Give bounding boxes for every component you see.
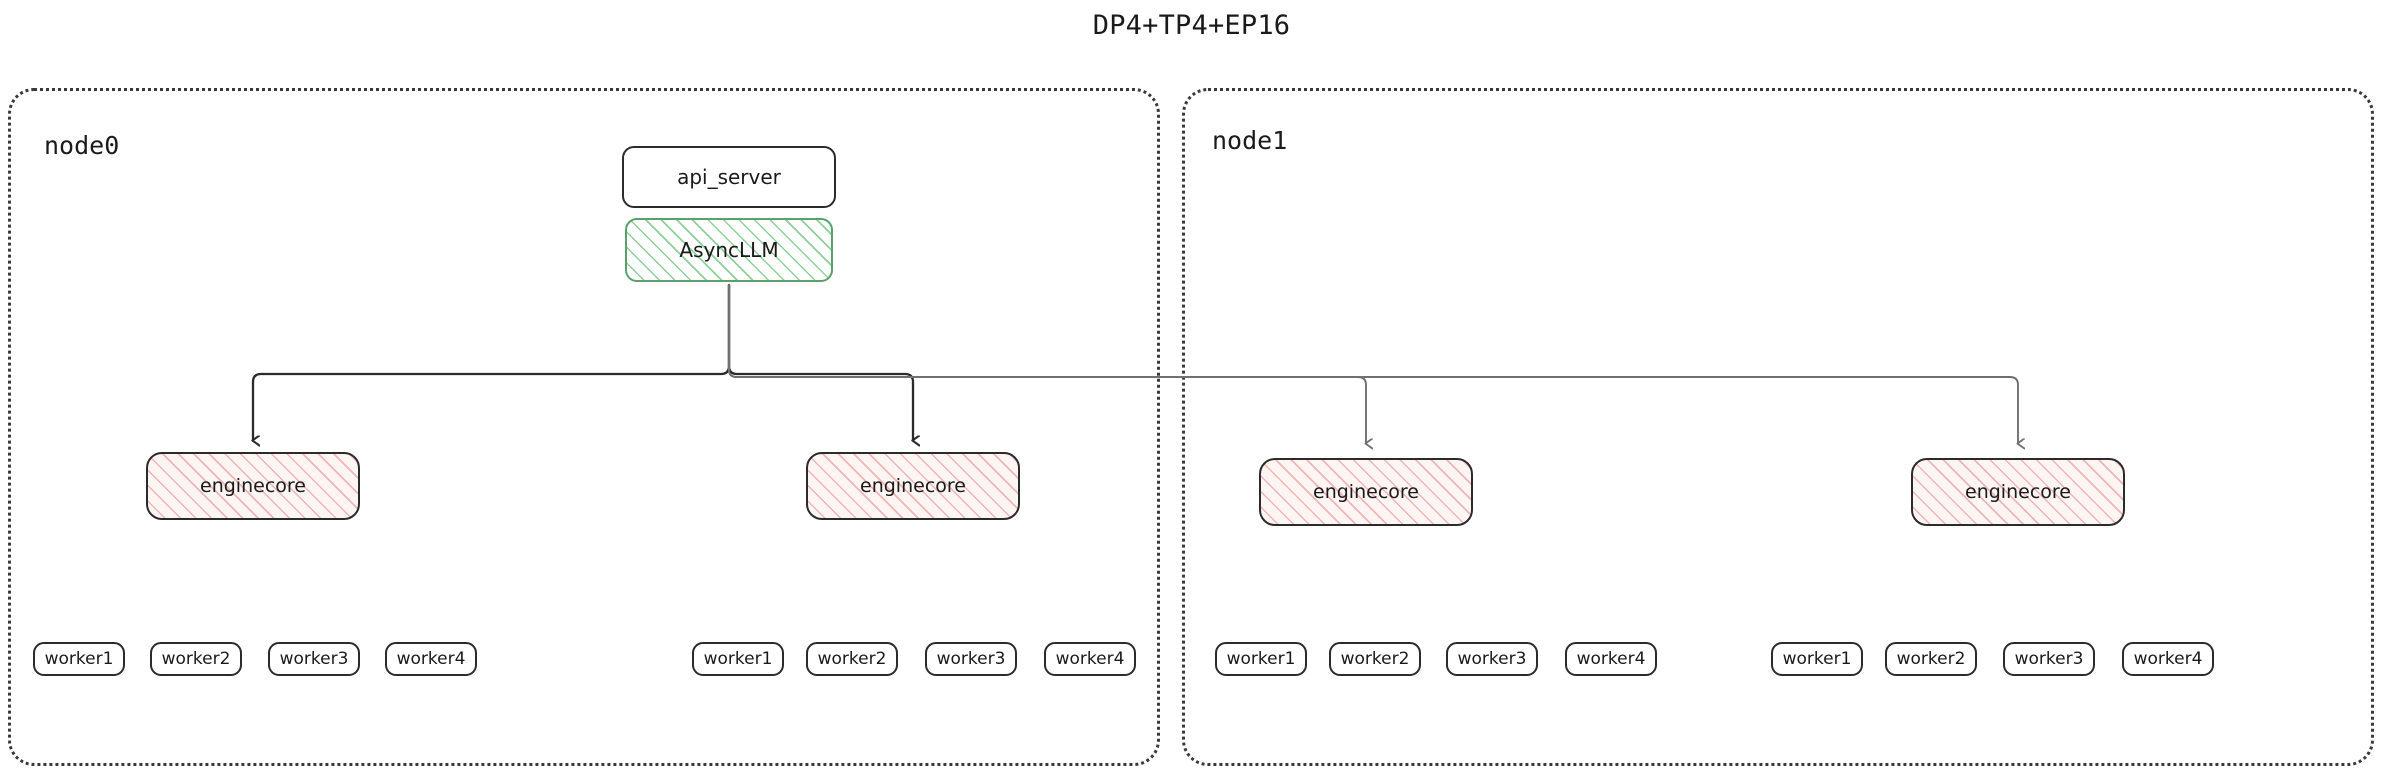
box-enginecore-node0-1[interactable]: enginecore [806,452,1020,520]
box-enginecore-node1-0[interactable]: enginecore [1259,458,1473,526]
box-worker-node0-0-2[interactable]: worker2 [150,642,242,676]
box-worker-node1-0-1[interactable]: worker1 [1215,642,1307,676]
box-enginecore-node1-1[interactable]: enginecore [1911,458,2125,526]
box-api-server[interactable]: api_server [622,146,836,208]
box-worker-node1-1-4[interactable]: worker4 [2122,642,2214,676]
box-worker-node1-1-1[interactable]: worker1 [1771,642,1863,676]
page-title: DP4+TP4+EP16 [1092,10,1291,41]
box-worker-node1-0-3[interactable]: worker3 [1446,642,1538,676]
node-label-node0: node0 [44,131,120,160]
box-worker-node0-0-4[interactable]: worker4 [385,642,477,676]
box-worker-node1-1-3[interactable]: worker3 [2003,642,2095,676]
node-label-node1: node1 [1212,126,1288,155]
box-worker-node1-1-2[interactable]: worker2 [1885,642,1977,676]
box-worker-node0-0-1[interactable]: worker1 [33,642,125,676]
box-worker-node0-1-2[interactable]: worker2 [806,642,898,676]
box-worker-node0-1-1[interactable]: worker1 [692,642,784,676]
box-worker-node1-0-2[interactable]: worker2 [1329,642,1421,676]
box-worker-node0-1-4[interactable]: worker4 [1044,642,1136,676]
box-enginecore-node0-0[interactable]: enginecore [146,452,360,520]
box-worker-node0-0-3[interactable]: worker3 [268,642,360,676]
box-async-llm[interactable]: AsyncLLM [625,218,833,282]
box-worker-node1-0-4[interactable]: worker4 [1565,642,1657,676]
box-worker-node0-1-3[interactable]: worker3 [925,642,1017,676]
